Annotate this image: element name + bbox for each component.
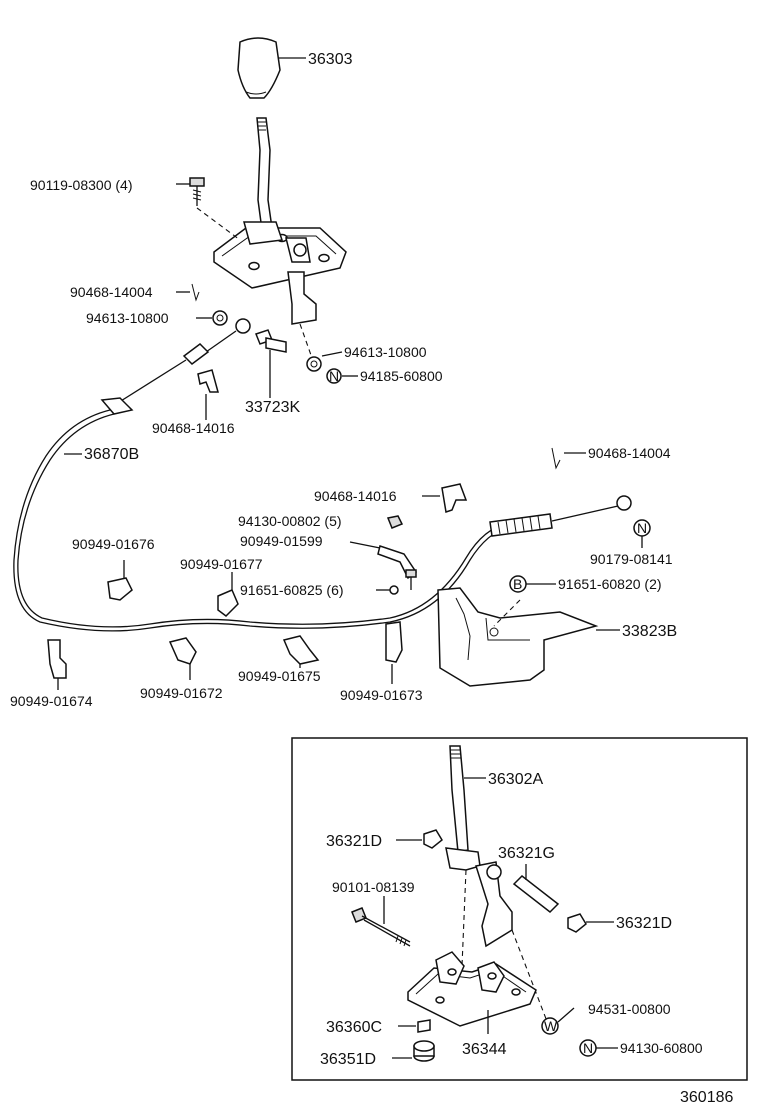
bush-right-drawing bbox=[567, 913, 587, 933]
clip-a-drawing bbox=[191, 283, 200, 302]
bushing-c-drawing bbox=[413, 1040, 435, 1062]
label-nut-b: 94185-60800 bbox=[360, 368, 443, 384]
label-bush-left: 36321D bbox=[326, 833, 382, 850]
inset-frame bbox=[291, 737, 748, 1081]
clip-b-drawing bbox=[197, 369, 219, 393]
figure-number: 360186 bbox=[680, 1089, 733, 1106]
label-clamp-c: 90949-01674 bbox=[10, 693, 93, 709]
pin-drawing bbox=[255, 329, 287, 353]
label-clamp-f: 90949-01673 bbox=[340, 687, 423, 703]
label-clip-c: 90468-14004 bbox=[588, 445, 671, 461]
cable-end-drawing bbox=[182, 318, 251, 365]
label-collar: 36360C bbox=[326, 1019, 382, 1036]
label-bolt-b: 91651-60825 (6) bbox=[240, 582, 344, 598]
w-marker-text: W bbox=[544, 1018, 558, 1034]
label-bracket-a: 90949-01599 bbox=[240, 533, 323, 549]
main-bracket-drawing bbox=[437, 587, 599, 687]
label-washer: 94531-00800 bbox=[588, 1001, 671, 1017]
n-marker-b-text: N bbox=[637, 520, 647, 536]
n-marker-a-text: N bbox=[329, 368, 339, 384]
label-sleeve: 36321G bbox=[498, 845, 555, 862]
bush-left-drawing bbox=[423, 829, 443, 849]
label-pin: 33723K bbox=[245, 399, 300, 416]
label-clamp-e: 90949-01675 bbox=[238, 668, 321, 684]
label-clip-d: 90468-14016 bbox=[314, 488, 397, 504]
label-nut-e: 94130-60800 bbox=[620, 1040, 703, 1056]
clip-c-drawing bbox=[551, 447, 561, 470]
shift-lever-drawing bbox=[256, 117, 273, 231]
clamp-a-drawing bbox=[107, 577, 133, 601]
shift-knob-drawing bbox=[237, 37, 281, 99]
n-marker-a bbox=[326, 368, 342, 384]
label-bush-right: 36321D bbox=[616, 915, 672, 932]
label-nut-d: 90179-08141 bbox=[590, 551, 673, 567]
clip-d-drawing bbox=[441, 483, 468, 513]
label-lever: 36302A bbox=[488, 771, 543, 788]
label-bolt-top: 90119-08300 (4) bbox=[30, 177, 132, 193]
b-marker-text: B bbox=[513, 576, 522, 592]
w-marker bbox=[541, 1017, 559, 1035]
label-knob: 36303 bbox=[308, 51, 353, 68]
label-clamp-a: 90949-01676 bbox=[72, 536, 155, 552]
long-bolt-drawing bbox=[351, 907, 411, 947]
label-bolt-c: 91651-60820 (2) bbox=[558, 576, 662, 592]
sleeve-drawing bbox=[512, 875, 560, 913]
nut-c-drawing bbox=[386, 515, 404, 529]
n-marker-c-text: N bbox=[583, 1040, 593, 1056]
lever-base-plate-drawing bbox=[213, 221, 347, 325]
inset-lever-drawing bbox=[445, 745, 513, 948]
label-bushing-c: 36351D bbox=[320, 1051, 376, 1068]
inset-base-drawing bbox=[407, 951, 537, 1027]
clamp-c-drawing bbox=[47, 639, 67, 679]
label-bracket-main: 33823B bbox=[622, 623, 677, 640]
clamp-e-drawing bbox=[282, 635, 320, 665]
clamp-b-drawing bbox=[217, 589, 239, 617]
label-bolt-long: 90101-08139 bbox=[332, 879, 415, 895]
top-bolt-drawing bbox=[189, 177, 205, 206]
collar-drawing bbox=[417, 1019, 431, 1033]
label-bushing-b: 94613-10800 bbox=[344, 344, 427, 360]
label-clamp-d: 90949-01672 bbox=[140, 685, 223, 701]
label-clip-a: 90468-14004 bbox=[70, 284, 153, 300]
label-clip-b: 90468-14016 bbox=[152, 420, 235, 436]
bolt-b-drawing bbox=[389, 569, 417, 595]
bushing-b-drawing bbox=[306, 356, 322, 372]
bushing-a-drawing bbox=[212, 310, 228, 326]
clamp-f-drawing bbox=[385, 621, 403, 663]
clamp-d-drawing bbox=[168, 637, 197, 665]
label-cable: 36870B bbox=[84, 446, 139, 463]
label-bushing-a: 94613-10800 bbox=[86, 310, 169, 326]
label-base: 36344 bbox=[462, 1041, 507, 1058]
label-clamp-b: 90949-01677 bbox=[180, 556, 263, 572]
label-nut-c: 94130-00802 (5) bbox=[238, 513, 342, 529]
